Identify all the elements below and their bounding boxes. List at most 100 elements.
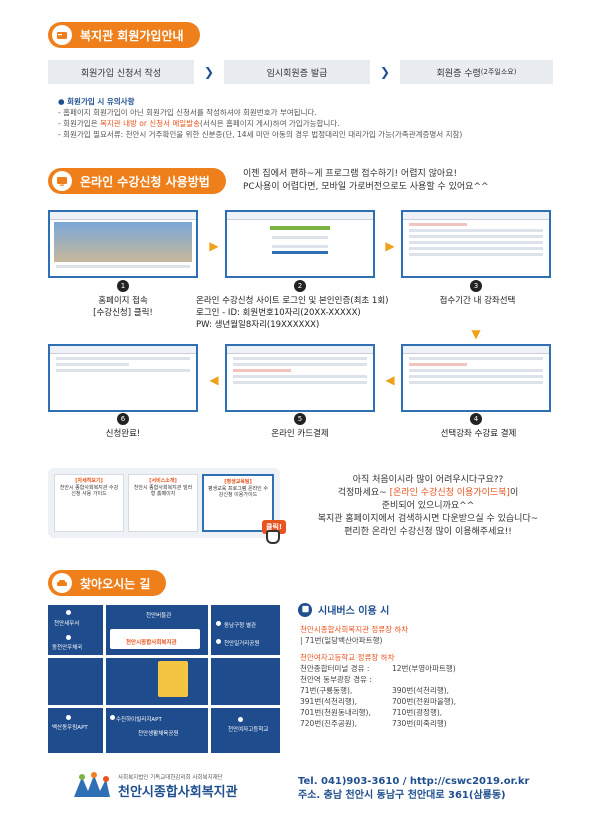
step-number: 5 <box>294 413 306 425</box>
note-text: - 회원가입은 <box>58 119 100 128</box>
map-label: 천안버들관 <box>146 613 172 619</box>
bus-route: 71번(구룡동행), <box>300 686 353 695</box>
pointer-hand-icon <box>266 530 280 544</box>
screenshot-payment <box>401 344 551 412</box>
bus-route: 12번(부영아파트행) <box>392 664 456 673</box>
screenshot-homepage <box>48 210 198 278</box>
guide-card[interactable]: [서비스소개]천안시 종합사회복지관 빌라형 홈페이지 <box>128 474 198 532</box>
signup-steps: 회원가입 신청서 작성 ❯ 임시회원증 발급 ❯ 회원증 수령(2주일소요) <box>48 60 553 84</box>
bus-grid: 천안종합터미널 경유 : 12번(부영아파트행) <box>300 663 472 674</box>
bus-icon <box>298 602 312 617</box>
building-illustration <box>158 661 188 697</box>
step4-caption: 선택강좌 수강료 결제 <box>440 429 517 439</box>
chevron-right-icon: ❯ <box>203 65 215 79</box>
arrow-down-icon: ▼ <box>471 327 481 341</box>
caption-line: 로그인 - ID: 회원번호10자리(20XX-XXXXX) <box>196 308 361 318</box>
bus-via: 천안종합터미널 경유 : <box>300 664 370 673</box>
online-note-line: PC사용이 어렵다면, 모바일 가로버전으로도 사용할 수 있어요^^ <box>243 182 489 192</box>
notes-title-text: 회원가입 시 유의사항 <box>67 97 135 106</box>
note-line: - 홈페이지 회원가입이 아닌 회원가입 신청서를 작성하셔야 회원번호가 부여… <box>58 108 317 117</box>
chevron-right-icon: ❯ <box>379 65 391 79</box>
step-number: 6 <box>117 413 129 425</box>
step-number: 1 <box>117 280 129 292</box>
card-tag: [자세히보기] <box>75 478 103 484</box>
bus-route: 710번(광정행), <box>392 708 443 717</box>
logo-icon <box>74 772 110 797</box>
notes-title: ● 회원가입 시 유의사항 <box>58 97 135 106</box>
step-label: 회원가입 신청서 작성 <box>80 68 162 79</box>
arrow-left-icon: ◀ <box>209 373 219 387</box>
signup-title: 복지관 회원가입안내 <box>80 28 184 43</box>
caption-line: [수강신청] 클릭! <box>93 308 153 318</box>
map-label-center: 천안시종합사회복지관 <box>126 640 177 646</box>
note-line: - 회원가입은 복지관 내방 or 신청서 메일발송(서식은 홈페이지 게시)하… <box>58 118 462 129</box>
bus-stop: 천안여자고등학교 정류장 하차 <box>300 653 395 662</box>
note-text: (서식은 홈페이지 게시)하여 가입가능합니다. <box>200 119 340 128</box>
card-text: 천안시 종합사회복지관 수강신청 사용 가이드 <box>59 484 119 498</box>
arrow-left-icon: ◀ <box>385 373 395 387</box>
step1-caption: 홈페이지 접속 [수강신청] 클릭! <box>68 295 178 319</box>
signup-step-1: 회원가입 신청서 작성 <box>48 60 194 84</box>
signup-step-3: 회원증 수령(2주일소요) <box>400 60 553 84</box>
online-title: 온라인 수강신청 사용방법 <box>80 174 210 189</box>
contact-tel[interactable]: Tel. 041)903-3610 / http://cswc2019.or.k… <box>298 776 530 787</box>
center-building <box>110 629 200 649</box>
bus-route: 700번(전원마을행), <box>392 697 456 706</box>
bus-route: | 71번(일당백산아파트행) <box>300 636 383 645</box>
bus-route: 720번(진주공원), <box>300 719 358 728</box>
directions-section-header: 찾아오시는 길 <box>48 570 167 596</box>
map-label: 동남구청 별관 <box>224 623 257 629</box>
bus-route: 730번(미죽리행) <box>392 719 447 728</box>
card-text: 천안시 종합사회복지관 빌라형 홈페이지 <box>133 484 193 498</box>
org-subtitle: 사회복지법인 기독교대한감리회 사회복지재단 <box>118 774 223 781</box>
map-label: 백산동우림APT <box>52 725 88 731</box>
card-tag: [평생교육팀] <box>224 479 252 485</box>
screenshot-login <box>225 210 375 278</box>
contact-address: 주소. 충남 천안시 동남구 천안대로 361(삼룡동) <box>298 790 506 801</box>
note-line: - 회원가입 필요서류: 천안시 거주확인을 위한 신분증(단, 14세 미만 … <box>58 130 463 139</box>
guide-line: 걱정마세요~ [온라인 수강신청 이용가이드북]이 <box>288 487 568 500</box>
bus-route: 391번(석천리행), <box>300 697 358 706</box>
step3-caption: 접수기간 내 강좌선택 <box>439 296 516 306</box>
bus-route: 390번(석천리행), <box>392 686 450 695</box>
guide-card-selected[interactable]: [평생교육팀]평생교육 프로그램 온라인 수강신청 이용가이드 <box>202 474 274 532</box>
signup-section-header: 복지관 회원가입안내 <box>48 22 200 48</box>
arrow-right-icon: ▶ <box>385 239 395 253</box>
bus-list: 71번(구룡동행), 390번(석천리행), 391번(석천리행), 700번(전원… <box>300 685 472 729</box>
car-icon <box>52 573 72 593</box>
map-label: 천안세무서 <box>54 621 80 627</box>
caption-line: 홈페이지 접속 <box>98 296 148 306</box>
guide-banner: [자세히보기]천안시 종합사회복지관 수강신청 사용 가이드 [서비스소개]천안… <box>48 468 280 538</box>
step-number: 2 <box>294 280 306 292</box>
card-tag: [서비스소개] <box>149 478 177 484</box>
signup-notes: ● 회원가입 시 유의사항 - 홈페이지 회원가입이 아닌 회원가입 신청서를 … <box>58 96 462 140</box>
map-label: 천안생활체육공원 <box>138 731 179 737</box>
online-note-line: 이젠 집에서 편하~게 프로그램 접수하기! 어렵지 않아요! <box>243 169 458 179</box>
step5-caption: 온라인 카드결제 <box>271 429 329 439</box>
guidebook-highlight: [온라인 수강신청 이용가이드북] <box>389 488 510 498</box>
step-label: 회원증 수령 <box>436 68 481 79</box>
bus-via: 천안역 동부광장 경유 : <box>300 675 372 684</box>
guide-line: 복지관 홈페이지에서 검색하시면 다운받으실 수 있습니다~ <box>317 514 539 524</box>
bus-title-text: 시내버스 이용 시 <box>318 606 390 617</box>
guide-line: 준비되어 있으니까요^^ <box>381 501 475 511</box>
step-note: (2주일소요) <box>480 68 517 76</box>
step-label: 임시회원증 발급 <box>266 68 328 79</box>
map-label: 천안일거리공원 <box>224 641 260 647</box>
arrow-right-icon: ▶ <box>209 239 219 253</box>
caption-line: 온라인 수강신청 사이트 로그인 및 본인인증(최초 1회) <box>196 296 389 306</box>
map-label: 동천안우체국 <box>52 645 83 651</box>
online-note: 이젠 집에서 편하~게 프로그램 접수하기! 어렵지 않아요! PC사용이 어렵… <box>243 168 489 194</box>
monitor-icon <box>52 171 72 191</box>
guide-line: 편리한 온라인 수강신청 많이 이용해주세요!! <box>344 527 512 537</box>
screenshot-card-payment <box>225 344 375 412</box>
guide-card[interactable]: [자세히보기]천안시 종합사회복지관 수강신청 사용 가이드 <box>54 474 124 532</box>
footer-logo: 사회복지법인 기독교대한감리회 사회복지재단 천안시종합사회복지관 <box>72 771 238 801</box>
step-number: 4 <box>470 413 482 425</box>
org-name: 천안시종합사회복지관 <box>118 784 238 800</box>
bus-route-text: 71번(일당백산아파트행) <box>304 636 383 645</box>
step-number: 3 <box>470 280 482 292</box>
online-section-header: 온라인 수강신청 사용방법 <box>48 168 226 194</box>
bus-route: 701번(천원동내리행), <box>300 708 371 717</box>
card-icon <box>52 25 72 45</box>
